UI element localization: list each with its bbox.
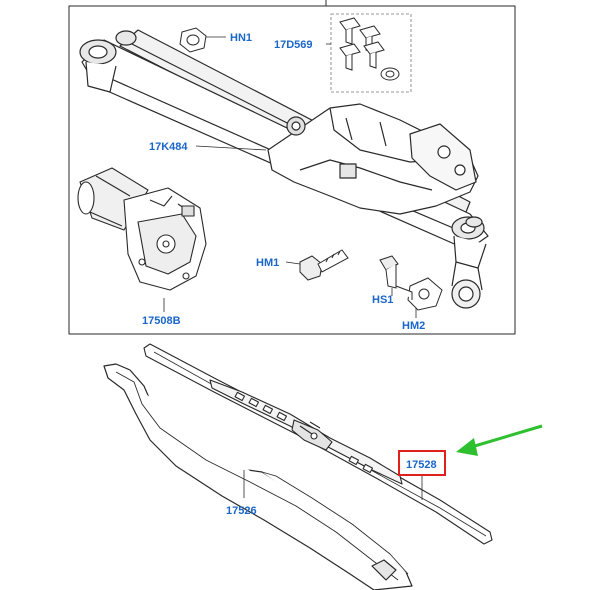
nut-hn1 bbox=[179, 27, 226, 53]
bolt-group-frame bbox=[330, 13, 412, 93]
label-hs1: HS1 bbox=[372, 294, 393, 306]
label-17528: 17528 bbox=[406, 459, 437, 471]
label-hn1: HN1 bbox=[230, 32, 252, 44]
label-hm1: HM1 bbox=[256, 257, 279, 269]
highlight-box-17528 bbox=[398, 450, 446, 476]
stud-hs1 bbox=[379, 255, 399, 296]
label-hm2: HM2 bbox=[402, 320, 425, 332]
bolt-hm1 bbox=[285, 249, 349, 281]
wiper-motor-17508b bbox=[77, 167, 207, 312]
wiper-linkage-assembly bbox=[79, 29, 489, 309]
label-17k484: 17K484 bbox=[149, 141, 188, 153]
label-17508b: 17508B bbox=[142, 315, 181, 327]
wiper-arm-17526 bbox=[103, 363, 413, 590]
label-17526: 17526 bbox=[226, 505, 257, 517]
bracket-hm2 bbox=[395, 277, 443, 318]
leader-17k484 bbox=[195, 145, 267, 151]
wiper-blade-17528 bbox=[143, 343, 493, 545]
bolt-group-17d569 bbox=[326, 17, 400, 81]
label-17d569: 17D569 bbox=[274, 39, 313, 51]
green-arrow-icon bbox=[456, 424, 543, 456]
